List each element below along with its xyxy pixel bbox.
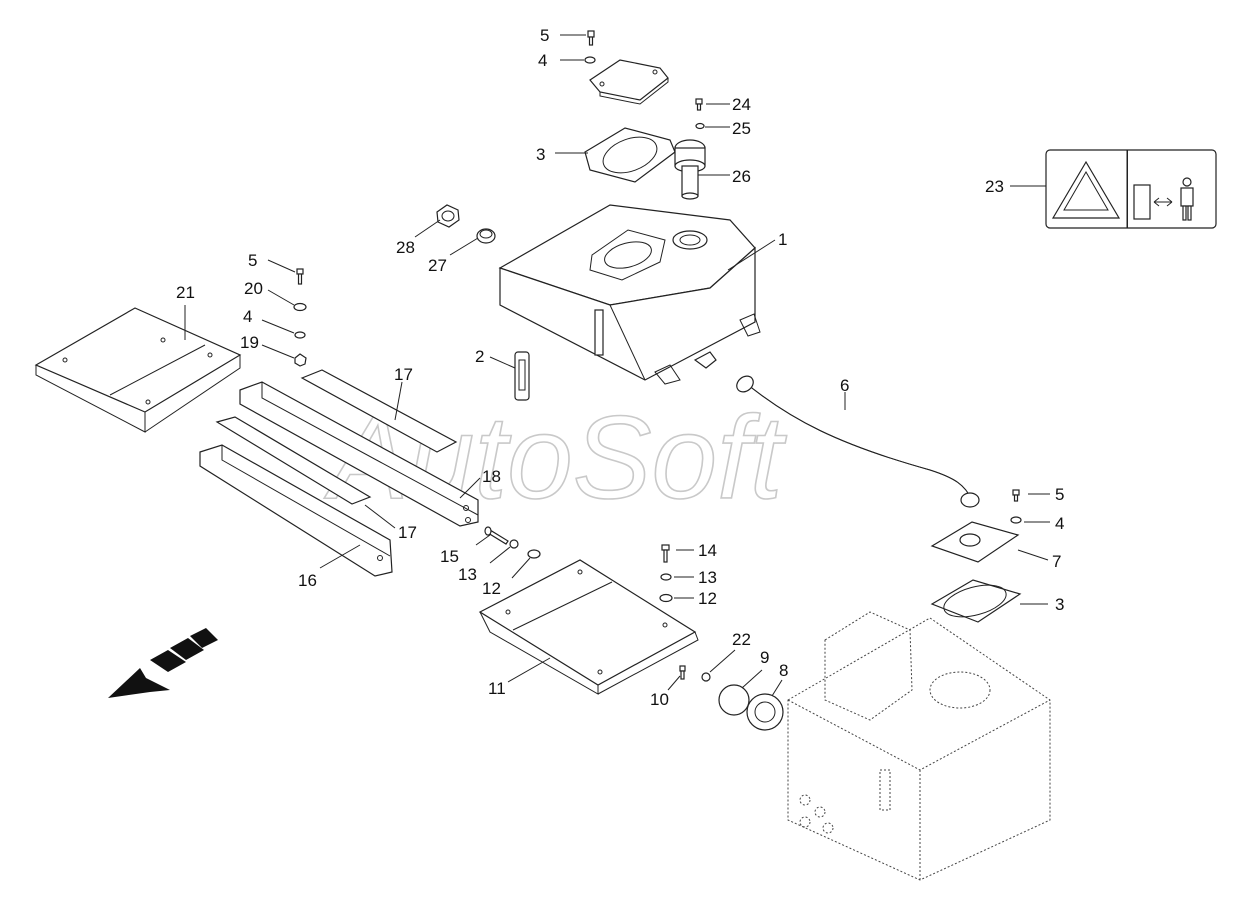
callout-13-left: 13 — [458, 565, 477, 584]
bolt-14 — [661, 544, 670, 563]
washer-4-right — [1010, 516, 1022, 524]
washer-25 — [695, 122, 705, 130]
flange-7 — [930, 521, 1020, 563]
gasket-top — [584, 127, 676, 183]
washer-4-left — [294, 331, 306, 339]
washer-12-left — [527, 549, 541, 559]
breather-filter — [674, 139, 706, 200]
callout-1: 1 — [778, 230, 787, 249]
direction-arrow-icon — [108, 628, 218, 698]
nut-19 — [294, 353, 307, 367]
callout-10: 10 — [650, 690, 669, 709]
bolt-top — [587, 30, 595, 46]
hydraulic-tank — [498, 204, 761, 385]
nut-28 — [436, 204, 460, 228]
bolt-5-right — [1012, 489, 1020, 502]
callout-15: 15 — [440, 547, 459, 566]
callout-6: 6 — [840, 376, 849, 395]
callout-5: 5 — [540, 26, 549, 45]
washer-12-right — [659, 593, 673, 603]
washer-top — [584, 56, 596, 64]
gasket-right — [930, 579, 1022, 623]
callout-25: 25 — [732, 119, 751, 138]
leader-lines — [184, 34, 1050, 697]
bolt-24 — [695, 98, 703, 111]
callout-4-left: 4 — [243, 307, 252, 326]
callout-5-left: 5 — [248, 251, 257, 270]
sight-glass — [514, 351, 530, 401]
reference-tank — [787, 611, 1051, 881]
callout-20: 20 — [244, 279, 263, 298]
callout-13-right: 13 — [698, 568, 717, 587]
callout-26: 26 — [732, 167, 751, 186]
callout-28: 28 — [396, 238, 415, 257]
callout-18: 18 — [482, 467, 501, 486]
callout-4-right: 4 — [1055, 514, 1064, 533]
callout-19: 19 — [240, 333, 259, 352]
callout-5-right: 5 — [1055, 485, 1064, 504]
bolt-15 — [484, 526, 509, 545]
callout-16: 16 — [298, 571, 317, 590]
callout-12-right: 12 — [698, 589, 717, 608]
warning-decal — [1045, 149, 1217, 229]
callout-22: 22 — [732, 630, 751, 649]
strip-17-upper — [300, 369, 458, 453]
callout-7: 7 — [1052, 552, 1061, 571]
callout-27: 27 — [428, 256, 447, 275]
callout-2: 2 — [475, 347, 484, 366]
strip-17-lower — [215, 416, 372, 505]
washer-20 — [293, 302, 307, 312]
hydraulic-hose — [736, 375, 980, 508]
callout-9: 9 — [760, 648, 769, 667]
callout-4: 4 — [538, 51, 547, 70]
screw-10 — [679, 665, 686, 680]
rail-16 — [199, 444, 393, 577]
callout-12-left: 12 — [482, 579, 501, 598]
bolt-5-left — [296, 268, 304, 285]
gasket-9 — [718, 684, 750, 716]
callout-11: 11 — [488, 679, 506, 698]
callout-labels: 5 4 24 25 3 26 23 28 27 1 5 21 20 4 19 2… — [176, 26, 1064, 709]
callout-3-right: 3 — [1055, 595, 1064, 614]
floor-plate-11 — [478, 559, 699, 695]
washer-13-left — [509, 539, 519, 549]
callout-8: 8 — [779, 661, 788, 680]
cover-plate — [589, 59, 669, 105]
plug-27 — [476, 228, 496, 244]
cover-plate-left — [34, 307, 242, 433]
o-ring-22 — [701, 672, 711, 682]
callout-23: 23 — [985, 177, 1004, 196]
washer-13-right — [660, 573, 672, 581]
callout-14: 14 — [698, 541, 717, 560]
flange-8 — [746, 693, 784, 731]
callout-17-lower: 17 — [398, 523, 417, 542]
callout-24: 24 — [732, 95, 751, 114]
callout-17-upper: 17 — [394, 365, 413, 384]
callout-3: 3 — [536, 145, 545, 164]
callout-21: 21 — [176, 283, 195, 302]
bracket-18 — [239, 381, 479, 527]
